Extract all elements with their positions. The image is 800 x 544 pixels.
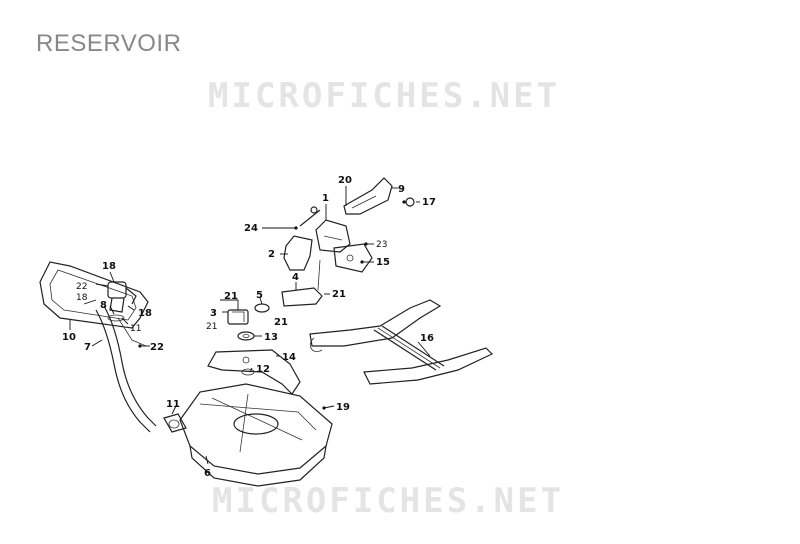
part-valve — [107, 281, 137, 322]
callout-21-d: 21 — [332, 289, 346, 300]
callout-20: 20 — [338, 175, 352, 186]
part-frame-bracket — [39, 261, 149, 329]
callout-1: 1 — [322, 193, 329, 204]
part-mount-plate — [207, 349, 301, 395]
callout-16: 16 — [420, 333, 434, 344]
callout-14: 14 — [282, 352, 296, 363]
callout-10: 10 — [62, 332, 76, 343]
callout-6: 6 — [204, 468, 211, 479]
callout-labels: 1 2 3 4 5 6 7 8 9 10 11 11 12 13 14 15 1… — [62, 175, 436, 479]
part-upper-bracket — [343, 177, 393, 215]
callout-21-a: 21 — [224, 291, 238, 302]
callout-15: 15 — [376, 257, 390, 268]
callout-3: 3 — [210, 308, 217, 319]
callout-7: 7 — [84, 342, 91, 353]
part-washer — [237, 331, 255, 341]
callout-21-b: 21 — [206, 322, 217, 332]
part-frame-rail — [309, 299, 494, 385]
callout-8: 8 — [100, 300, 107, 311]
callout-12: 12 — [256, 364, 270, 375]
part-hose — [95, 305, 157, 433]
diagram-title: RESERVOIR — [36, 30, 182, 57]
callout-5: 5 — [256, 290, 263, 301]
callout-23: 23 — [376, 240, 387, 250]
callout-18-right: 18 — [138, 308, 152, 319]
callout-22-top: 22 — [76, 282, 87, 292]
leader-lines — [69, 186, 431, 465]
part-fuel-tank — [163, 383, 333, 487]
callout-24: 24 — [244, 223, 258, 234]
callout-21-c: 21 — [274, 317, 288, 328]
part-nut — [405, 197, 415, 207]
callout-19: 19 — [336, 402, 350, 413]
part-pump — [283, 219, 373, 273]
callout-17: 17 — [422, 197, 436, 208]
callout-2: 2 — [268, 249, 275, 260]
part-small-bracket — [227, 309, 249, 325]
leader-arrowheads — [138, 200, 406, 410]
callout-4: 4 — [292, 272, 299, 283]
callout-22-right: 22 — [150, 342, 164, 353]
watermark-bottom: MICROFICHES.NET — [212, 481, 565, 521]
part-clamp — [254, 303, 270, 313]
callout-9: 9 — [398, 184, 405, 195]
part-bolt — [299, 206, 321, 227]
callout-11-frame: 11 — [130, 324, 141, 334]
part-short-hose — [281, 259, 323, 307]
callout-11-tank: 11 — [166, 399, 180, 410]
callout-18-top: 18 — [102, 261, 116, 272]
callout-18-left: 18 — [76, 293, 88, 303]
callout-13: 13 — [264, 332, 278, 343]
watermark-top: MICROFICHES.NET — [208, 76, 561, 116]
